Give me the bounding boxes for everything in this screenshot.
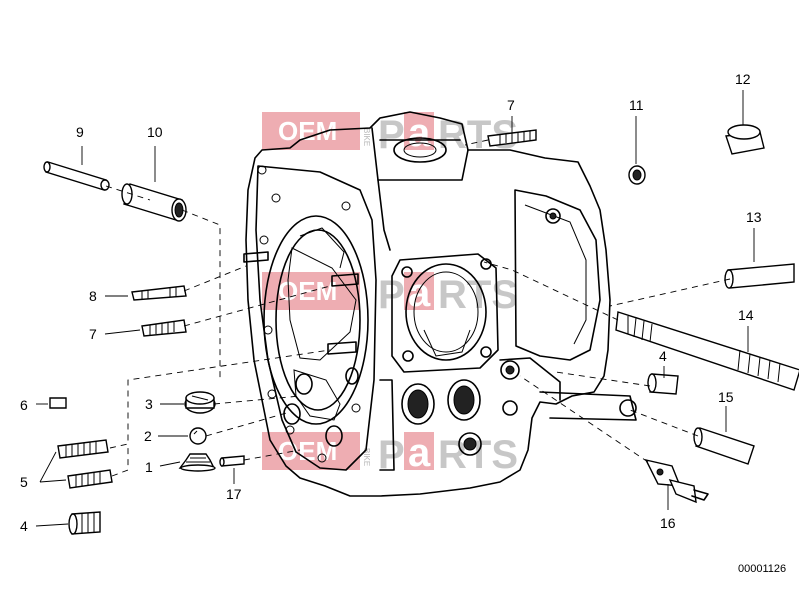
watermark-middle-a: a: [408, 271, 431, 315]
watermark-middle: OEM P a RTS: [262, 271, 518, 317]
callout-8: 8: [89, 288, 97, 304]
part-4-sleeve-right: [647, 373, 679, 395]
part-15-pin: [693, 427, 755, 465]
crankcase-housing: [243, 111, 637, 497]
part-2-ball: [189, 427, 207, 445]
callout-2: 2: [144, 428, 152, 444]
callout-7-left: 7: [89, 326, 97, 342]
part-16-sender-switch: [644, 458, 709, 504]
callout-14: 14: [738, 307, 754, 323]
watermark-top-a: a: [408, 111, 431, 155]
part-17-pin: [219, 455, 245, 467]
part-14-long-stud: [615, 311, 799, 391]
part-13-pin: [724, 263, 795, 289]
part-7-stud-left: [141, 319, 187, 337]
part-8-stud: [131, 285, 187, 301]
callout-15: 15: [718, 389, 734, 405]
callout-12: 12: [735, 71, 751, 87]
part-7-stud-top: [487, 129, 537, 147]
part-9-dowel-pin: [43, 161, 110, 191]
callout-5: 5: [20, 474, 28, 490]
part-1-spring: [178, 453, 216, 472]
callout-6: 6: [20, 397, 28, 413]
part-5-stud-lower: [67, 469, 113, 489]
callout-13: 13: [746, 209, 762, 225]
part-5-stud-upper: [57, 439, 109, 459]
watermark-bottom-a: a: [408, 431, 431, 475]
callout-7-top: 7: [507, 97, 515, 113]
callout-10: 10: [147, 124, 163, 140]
diagram-number: 00001126: [738, 563, 786, 575]
part-12-plug: [725, 124, 765, 155]
part-3-nut: [184, 391, 216, 414]
part-4-bolt-left: [68, 511, 101, 535]
watermark-bottom-oem: OEM: [278, 436, 337, 466]
watermark-bottom-rts: RTS: [438, 433, 518, 477]
watermark-bottom: OEM BIKE P a RTS: [262, 431, 518, 477]
callout-16: 16: [660, 515, 676, 531]
watermark-middle-oem: OEM: [278, 276, 337, 306]
part-6-grub-screw: [49, 397, 67, 409]
callout-1: 1: [145, 459, 153, 475]
part-11-nut: [628, 165, 646, 185]
callout-4-right: 4: [659, 348, 667, 364]
callout-4-left: 4: [20, 518, 28, 534]
callout-17: 17: [226, 486, 242, 502]
watermark-top-bike: BIKE: [362, 128, 371, 146]
callout-9: 9: [76, 124, 84, 140]
callout-11: 11: [629, 97, 644, 113]
callout-labels: 9 10 7 11 12 13 8 7 14 4 6 3 2 5 1 17 15…: [20, 71, 762, 534]
leader-lines: [35, 90, 755, 527]
watermark-top-p: P: [378, 113, 405, 157]
part-10-sleeve: [121, 183, 187, 222]
callout-3: 3: [145, 396, 153, 412]
watermark-bottom-bike: BIKE: [362, 448, 371, 466]
